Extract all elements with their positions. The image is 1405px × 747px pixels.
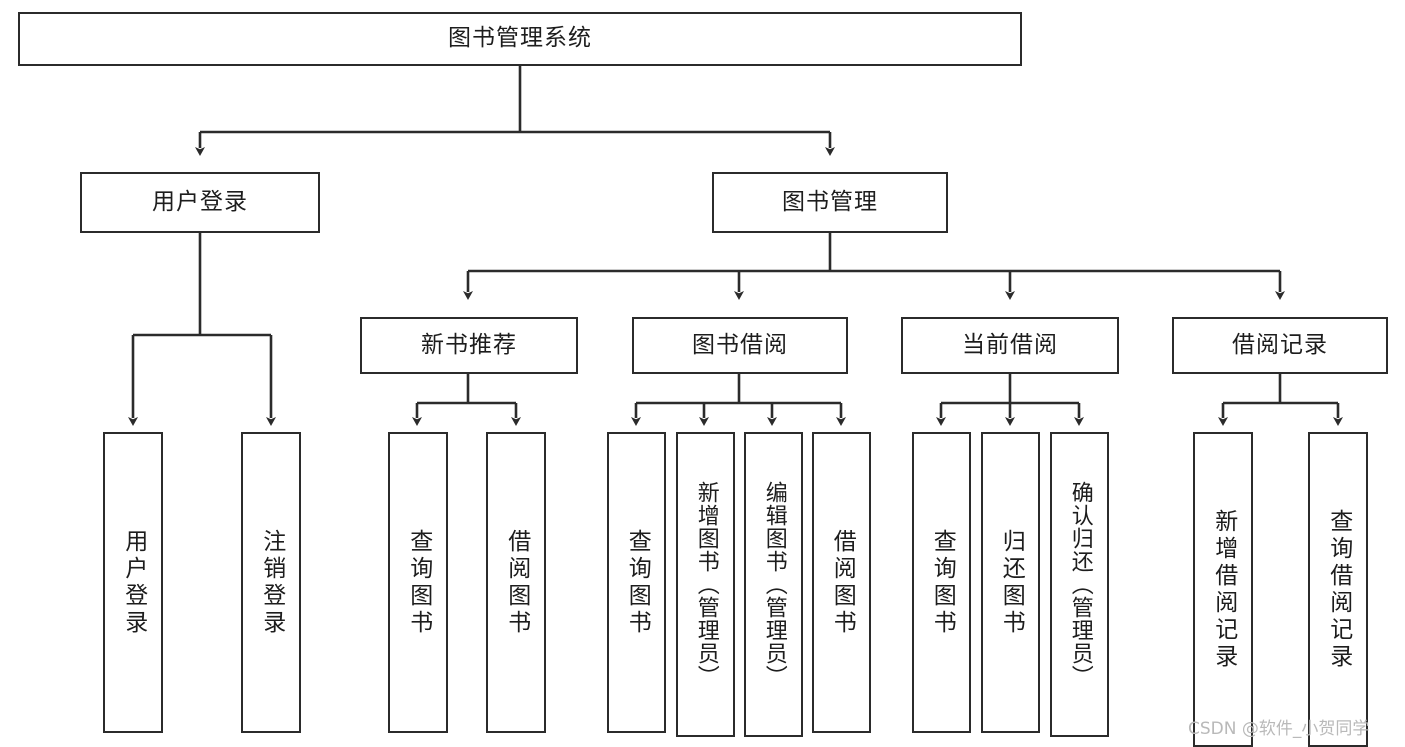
node-label: 图书管理: [782, 188, 878, 215]
node-label: 归还图书: [998, 528, 1025, 637]
leaf-logout[interactable]: 注销登录: [241, 432, 301, 733]
node-user-login[interactable]: 用户登录: [80, 172, 320, 233]
leaf-confirm-return-admin[interactable]: 确认归还（管理员）: [1050, 432, 1109, 737]
leaf-add-borrow-record[interactable]: 新增借阅记录: [1193, 432, 1253, 747]
node-root-book-management-system[interactable]: 图书管理系统: [18, 12, 1022, 66]
leaf-query-book-recommend[interactable]: 查询图书: [388, 432, 448, 733]
csdn-watermark: CSDN @软件_小贺同学: [1188, 719, 1370, 739]
node-label: 编辑图书（管理员）: [761, 481, 787, 688]
node-label: 新书推荐: [421, 331, 517, 358]
node-label: 注销登录: [258, 528, 285, 637]
node-label: 新增图书（管理员）: [693, 481, 719, 688]
leaf-add-book-admin[interactable]: 新增图书（管理员）: [676, 432, 735, 737]
node-label: 借阅记录: [1232, 331, 1328, 358]
leaf-lend-book[interactable]: 借阅图书: [812, 432, 871, 733]
node-label: 查询图书: [405, 528, 432, 637]
node-label: 用户登录: [120, 528, 147, 637]
leaf-query-book-current[interactable]: 查询图书: [912, 432, 971, 733]
leaf-query-borrow-record[interactable]: 查询借阅记录: [1308, 432, 1368, 747]
leaf-edit-book-admin[interactable]: 编辑图书（管理员）: [744, 432, 803, 737]
node-label: 新增借阅记录: [1210, 508, 1237, 671]
node-label: 借阅图书: [829, 528, 856, 637]
node-new-book-recommendation[interactable]: 新书推荐: [360, 317, 578, 374]
node-borrowing-record[interactable]: 借阅记录: [1172, 317, 1388, 374]
leaf-query-book-borrow[interactable]: 查询图书: [607, 432, 666, 733]
node-label: 查询图书: [624, 528, 651, 637]
node-label: 图书借阅: [692, 331, 788, 358]
leaf-borrow-book-recommend[interactable]: 借阅图书: [486, 432, 546, 733]
leaf-return-book[interactable]: 归还图书: [981, 432, 1040, 733]
leaf-user-login[interactable]: 用户登录: [103, 432, 163, 733]
node-book-management[interactable]: 图书管理: [712, 172, 948, 233]
node-book-borrowing[interactable]: 图书借阅: [632, 317, 848, 374]
node-label: 查询图书: [929, 528, 956, 637]
node-label: 确认归还（管理员）: [1067, 481, 1093, 688]
node-label: 查询借阅记录: [1325, 508, 1352, 671]
node-current-borrowing[interactable]: 当前借阅: [901, 317, 1119, 374]
node-label: 借阅图书: [503, 528, 530, 637]
node-label: 当前借阅: [962, 331, 1058, 358]
node-label: 图书管理系统: [448, 25, 592, 52]
node-label: 用户登录: [152, 188, 248, 215]
